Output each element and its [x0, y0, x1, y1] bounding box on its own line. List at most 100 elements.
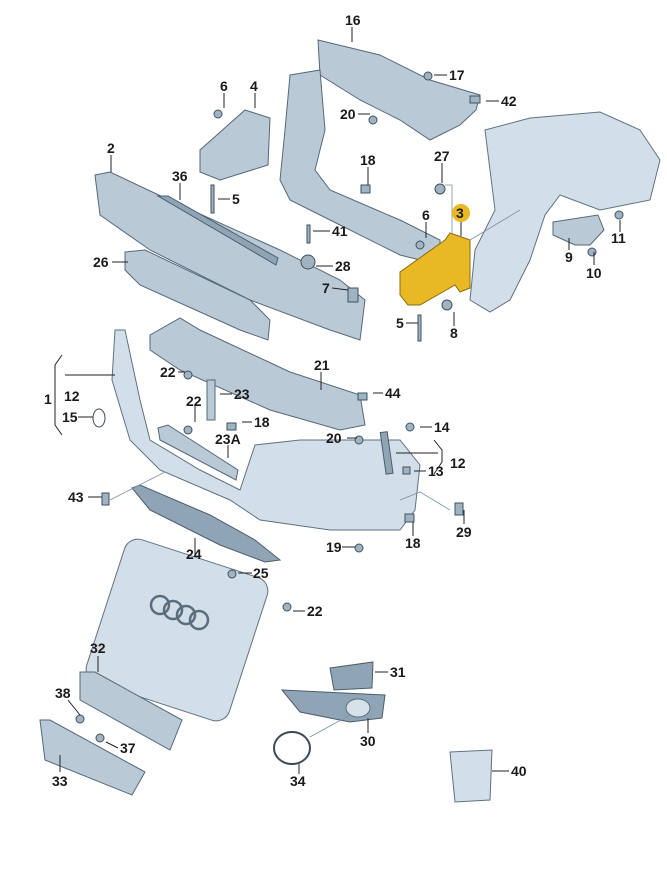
callout-1: 1	[44, 391, 52, 407]
callout-11: 11	[611, 230, 626, 246]
part-33-trim-strip	[39, 719, 146, 796]
part-12-side-bracket	[379, 431, 394, 475]
callout-6: 6	[220, 78, 228, 94]
leader-lines	[54, 27, 621, 774]
part-26-absorber	[124, 249, 271, 341]
callout-3: 3	[456, 205, 464, 221]
callout-23A: 23A	[215, 431, 241, 447]
callout-20: 20	[340, 106, 356, 122]
callout-37: 37	[120, 740, 136, 756]
callout-43: 43	[68, 489, 84, 505]
callout-12: 12	[64, 388, 80, 404]
callout-30: 30	[360, 733, 376, 749]
callout-13: 13	[428, 463, 444, 479]
callout-22c: 22	[307, 603, 323, 619]
callout-10: 10	[586, 265, 602, 281]
clip-18-icon	[360, 184, 371, 194]
fasteners	[75, 71, 624, 743]
highlight-badge-3	[452, 204, 470, 222]
callout-31: 31	[390, 664, 406, 680]
callout-7: 7	[322, 280, 330, 296]
bolt-14-icon	[405, 422, 415, 432]
callout-6b: 6	[422, 207, 430, 223]
part-9-bracket	[552, 214, 605, 246]
bolt-5-icon	[210, 184, 215, 214]
callout-42: 42	[501, 93, 517, 109]
screw-20-icon	[368, 115, 378, 125]
callout-40: 40	[511, 763, 527, 779]
callout-28: 28	[335, 258, 351, 274]
callout-26: 26	[93, 254, 109, 270]
callout-8: 8	[450, 325, 458, 341]
callout-9: 9	[565, 249, 573, 265]
assembly-line	[445, 184, 453, 235]
screw-6-icon	[213, 109, 223, 119]
callout-16: 16	[345, 12, 361, 28]
screw-22b-icon	[183, 425, 193, 435]
callout-21: 21	[314, 357, 330, 373]
screw-20b-icon	[354, 435, 364, 445]
part-4-bracket	[199, 109, 271, 181]
callout-29: 29	[456, 524, 472, 540]
callout-15: 15	[62, 409, 78, 425]
nut-13-icon	[402, 466, 411, 475]
screw-19-icon	[354, 543, 364, 553]
part-31-cover	[329, 661, 374, 691]
callout-17: 17	[449, 67, 465, 83]
part-15-cap	[92, 408, 106, 428]
callout-18c: 18	[405, 535, 421, 551]
callout-23: 23	[234, 386, 250, 402]
assembly-line	[109, 471, 166, 501]
part-grille	[85, 538, 269, 722]
callout-22b: 22	[186, 393, 202, 409]
part-32-plate-holder	[79, 671, 183, 751]
callout-5: 5	[232, 191, 240, 207]
screw-25-icon	[227, 569, 237, 579]
bolt-5b-icon	[417, 314, 422, 342]
part-21-undertray	[149, 317, 366, 431]
callout-18b: 18	[254, 414, 270, 430]
nut-10-icon	[587, 247, 597, 257]
clip-44-icon	[357, 392, 368, 401]
fog-light-ring	[345, 698, 371, 718]
clip-42-icon	[469, 95, 481, 104]
assembly-line	[399, 491, 451, 511]
callout-18: 18	[360, 152, 376, 168]
callout-19: 19	[326, 539, 342, 555]
part-23A-carrier	[157, 424, 239, 481]
screw-22c-icon	[282, 602, 292, 612]
part-1-bumper-cover	[111, 329, 421, 531]
callout-27: 27	[434, 148, 450, 164]
callout-32: 32	[90, 640, 106, 656]
callout-14: 14	[434, 419, 450, 435]
screw-8-icon	[441, 299, 453, 311]
callout-34: 34	[290, 773, 306, 789]
rivet-28-icon	[300, 254, 316, 270]
part-fender	[469, 111, 661, 313]
assembly-line	[469, 209, 521, 241]
callout-25: 25	[253, 565, 269, 581]
part-23-bracket	[206, 379, 216, 421]
assembly-line	[309, 714, 351, 738]
part-24-spoiler-strip	[131, 484, 282, 563]
part-40-bag	[449, 749, 493, 803]
callout-38: 38	[55, 685, 71, 701]
callout-5b: 5	[396, 315, 404, 331]
callout-41: 41	[332, 223, 348, 239]
clip-29-icon	[454, 502, 464, 516]
cap-43-icon	[101, 492, 110, 506]
clip-18c-icon	[404, 513, 415, 523]
part-3-bracket-highlighted	[399, 232, 471, 306]
plug-37-icon	[95, 733, 105, 743]
screw-38-icon	[75, 714, 85, 724]
screw-11-icon	[614, 210, 624, 220]
part-36-strip	[156, 195, 279, 266]
callout-12b: 12	[450, 455, 466, 471]
clip-18b-icon	[226, 422, 237, 431]
callout-33: 33	[52, 773, 68, 789]
callout-22: 22	[160, 364, 176, 380]
screw-6b-icon	[415, 240, 425, 250]
callout-2: 2	[107, 140, 115, 156]
nut-27-icon	[434, 183, 446, 195]
